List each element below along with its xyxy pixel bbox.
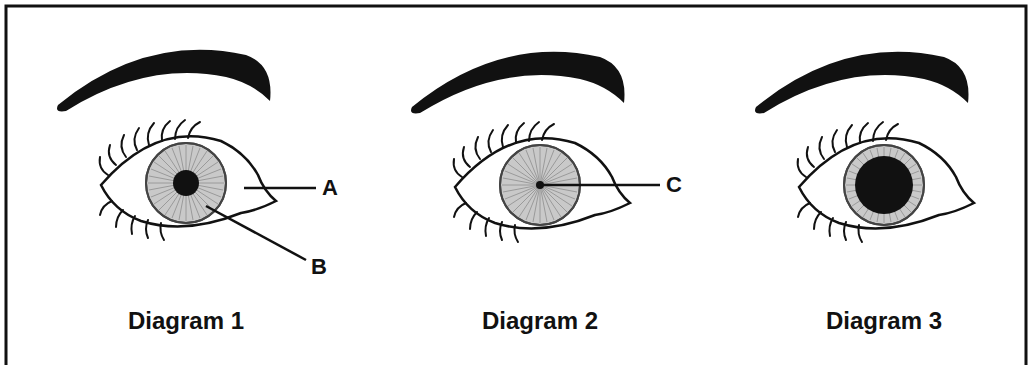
diagram-caption: Diagram 3	[826, 309, 942, 333]
part-letter: B	[311, 256, 327, 278]
part-letter: C	[666, 174, 682, 196]
leader-lines	[206, 185, 660, 260]
part-letter: A	[322, 177, 338, 199]
diagram-caption: Diagram 1	[128, 309, 244, 333]
diagram-caption: Diagram 2	[482, 309, 598, 333]
